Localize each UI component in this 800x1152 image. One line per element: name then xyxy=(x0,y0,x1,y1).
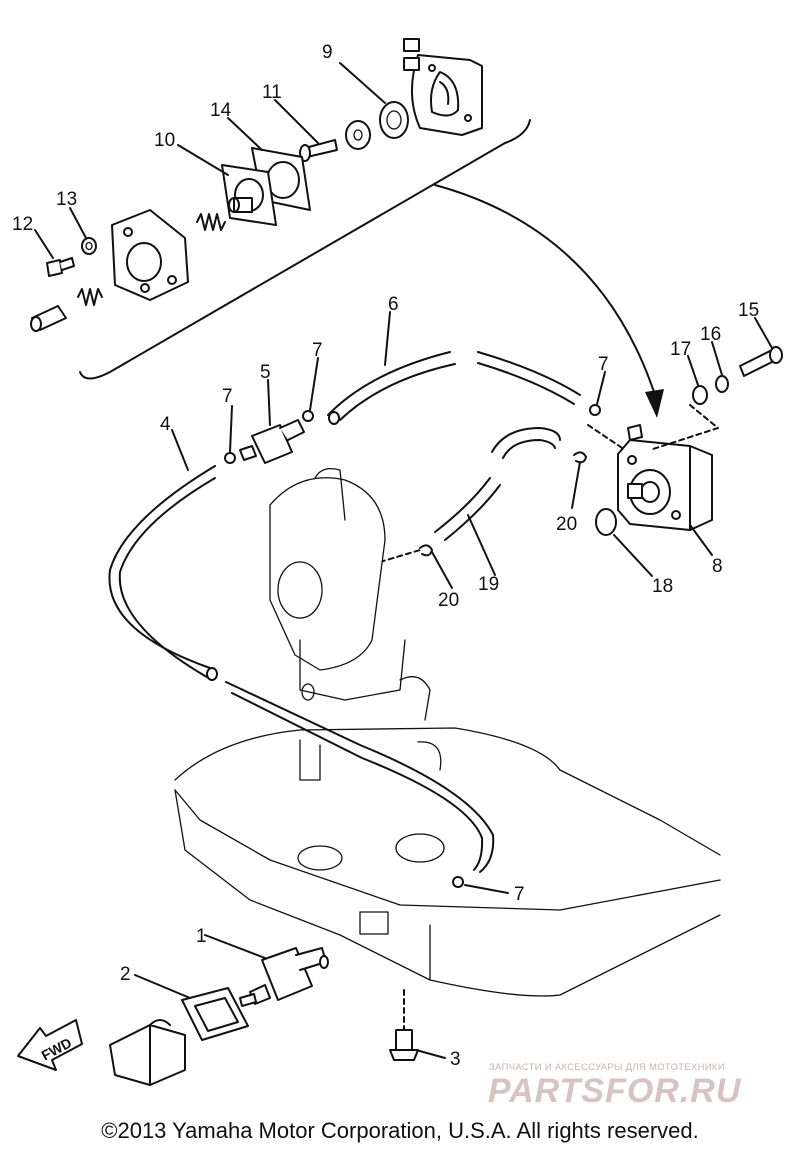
callout-9: 9 xyxy=(322,42,333,63)
fuel-pump-part-8 xyxy=(617,424,713,531)
diaphragm-assembly-part-10 xyxy=(221,164,277,226)
washer-part-16 xyxy=(715,375,729,393)
hose-upper-right xyxy=(477,351,581,396)
spring-lower xyxy=(77,288,103,306)
callout-16: 16 xyxy=(700,324,721,345)
clip-20b xyxy=(573,451,587,464)
callout-8: 8 xyxy=(712,556,723,577)
hose-part-4 xyxy=(108,465,216,669)
fuel-filter-part-5 xyxy=(239,419,305,464)
fuel-connector xyxy=(109,1019,186,1086)
callout-4: 4 xyxy=(160,414,171,435)
exploded-view-border xyxy=(79,119,531,380)
o-ring-part-18 xyxy=(595,508,617,536)
clip-20a xyxy=(419,544,433,557)
clip-7c xyxy=(589,404,601,416)
washer-part-17 xyxy=(692,385,708,405)
callout-2: 2 xyxy=(120,964,131,985)
exploded-view-arrowhead xyxy=(645,389,664,418)
callout-20b: 20 xyxy=(556,514,577,535)
hose-part-19 xyxy=(491,427,561,453)
callout-7c: 7 xyxy=(598,354,609,375)
screw-part-3 xyxy=(389,1029,419,1061)
hose-lower xyxy=(225,681,495,873)
callout-11: 11 xyxy=(262,82,282,103)
callout-3: 3 xyxy=(450,1049,461,1070)
exploded-view-arrow xyxy=(434,184,656,396)
callout-15: 15 xyxy=(738,300,759,321)
callout-10: 10 xyxy=(154,130,175,151)
callout-20a: 20 xyxy=(438,590,459,611)
bolt-part-12 xyxy=(46,257,75,277)
bolt-part-15 xyxy=(739,346,783,377)
hose-part-6 xyxy=(327,351,451,416)
watermark-subtitle: ЗАПЧАСТИ И АКСЕССУАРЫ ДЛЯ МОТОТЕХНИКИ xyxy=(489,1062,725,1073)
clip-7d xyxy=(452,876,464,888)
callout-17: 17 xyxy=(670,339,691,360)
callout-6: 6 xyxy=(388,294,399,315)
copyright-notice: ©2013 Yamaha Motor Corporation, U.S.A. A… xyxy=(101,1118,699,1143)
grommet-part-2 xyxy=(181,987,249,1041)
callout-12: 12 xyxy=(12,214,33,235)
pump-body xyxy=(111,209,189,301)
diaphragm-part-9 xyxy=(379,101,409,139)
fuel-joint-part-1 xyxy=(239,947,329,1007)
engine-pan xyxy=(174,727,721,997)
fwd-arrow-icon: FWD xyxy=(17,1019,83,1071)
callout-7d: 7 xyxy=(514,884,525,905)
callout-19: 19 xyxy=(478,574,499,595)
watermark-logo: PARTSFOR.RU xyxy=(488,1072,742,1110)
callout-5: 5 xyxy=(260,362,271,383)
washer-part-13 xyxy=(81,237,97,255)
callout-7b: 7 xyxy=(312,340,323,361)
check-valve xyxy=(30,305,67,332)
pump-cover-part-9 xyxy=(403,38,483,136)
carburetor xyxy=(269,467,431,721)
callout-7a: 7 xyxy=(222,386,233,407)
clip-7b xyxy=(302,410,314,422)
callout-18: 18 xyxy=(652,576,673,597)
callout-13: 13 xyxy=(56,189,77,210)
spring-upper xyxy=(196,213,226,231)
callout-14: 14 xyxy=(210,100,232,121)
screw-part-11 xyxy=(299,120,371,162)
clip-7a xyxy=(224,452,236,464)
callout-1: 1 xyxy=(196,926,207,947)
